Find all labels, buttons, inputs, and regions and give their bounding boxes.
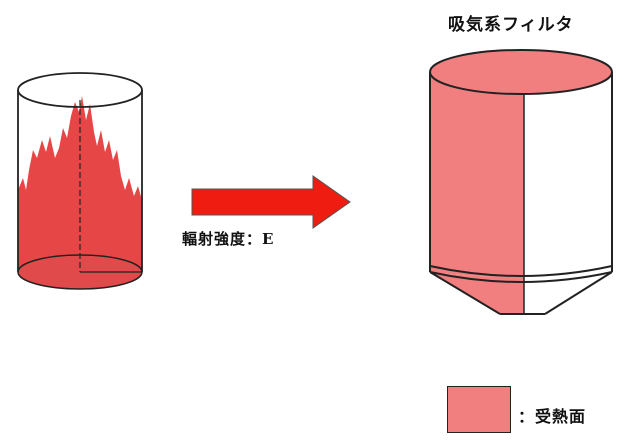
intake-filter-icon xyxy=(429,49,613,315)
cylinder-top-ellipse xyxy=(17,72,143,108)
cone-right-edge xyxy=(544,271,613,315)
filter-top-ellipse xyxy=(429,49,613,95)
heated-surface-body xyxy=(430,72,524,277)
radiation-label: 輻射強度：E xyxy=(182,230,275,248)
legend-label: ：受熱面 xyxy=(518,407,587,426)
filter-bottom-band xyxy=(429,265,613,277)
cone-left-edge xyxy=(429,271,501,315)
filter-title: 吸気系フィルタ xyxy=(448,15,574,35)
heated-surface-cone xyxy=(430,272,524,314)
fire-source-cylinder-icon xyxy=(17,72,143,290)
radiation-arrow-icon xyxy=(191,175,351,229)
filter-bottom-band-lower xyxy=(429,271,613,283)
legend-heated-surface-swatch xyxy=(447,386,511,433)
